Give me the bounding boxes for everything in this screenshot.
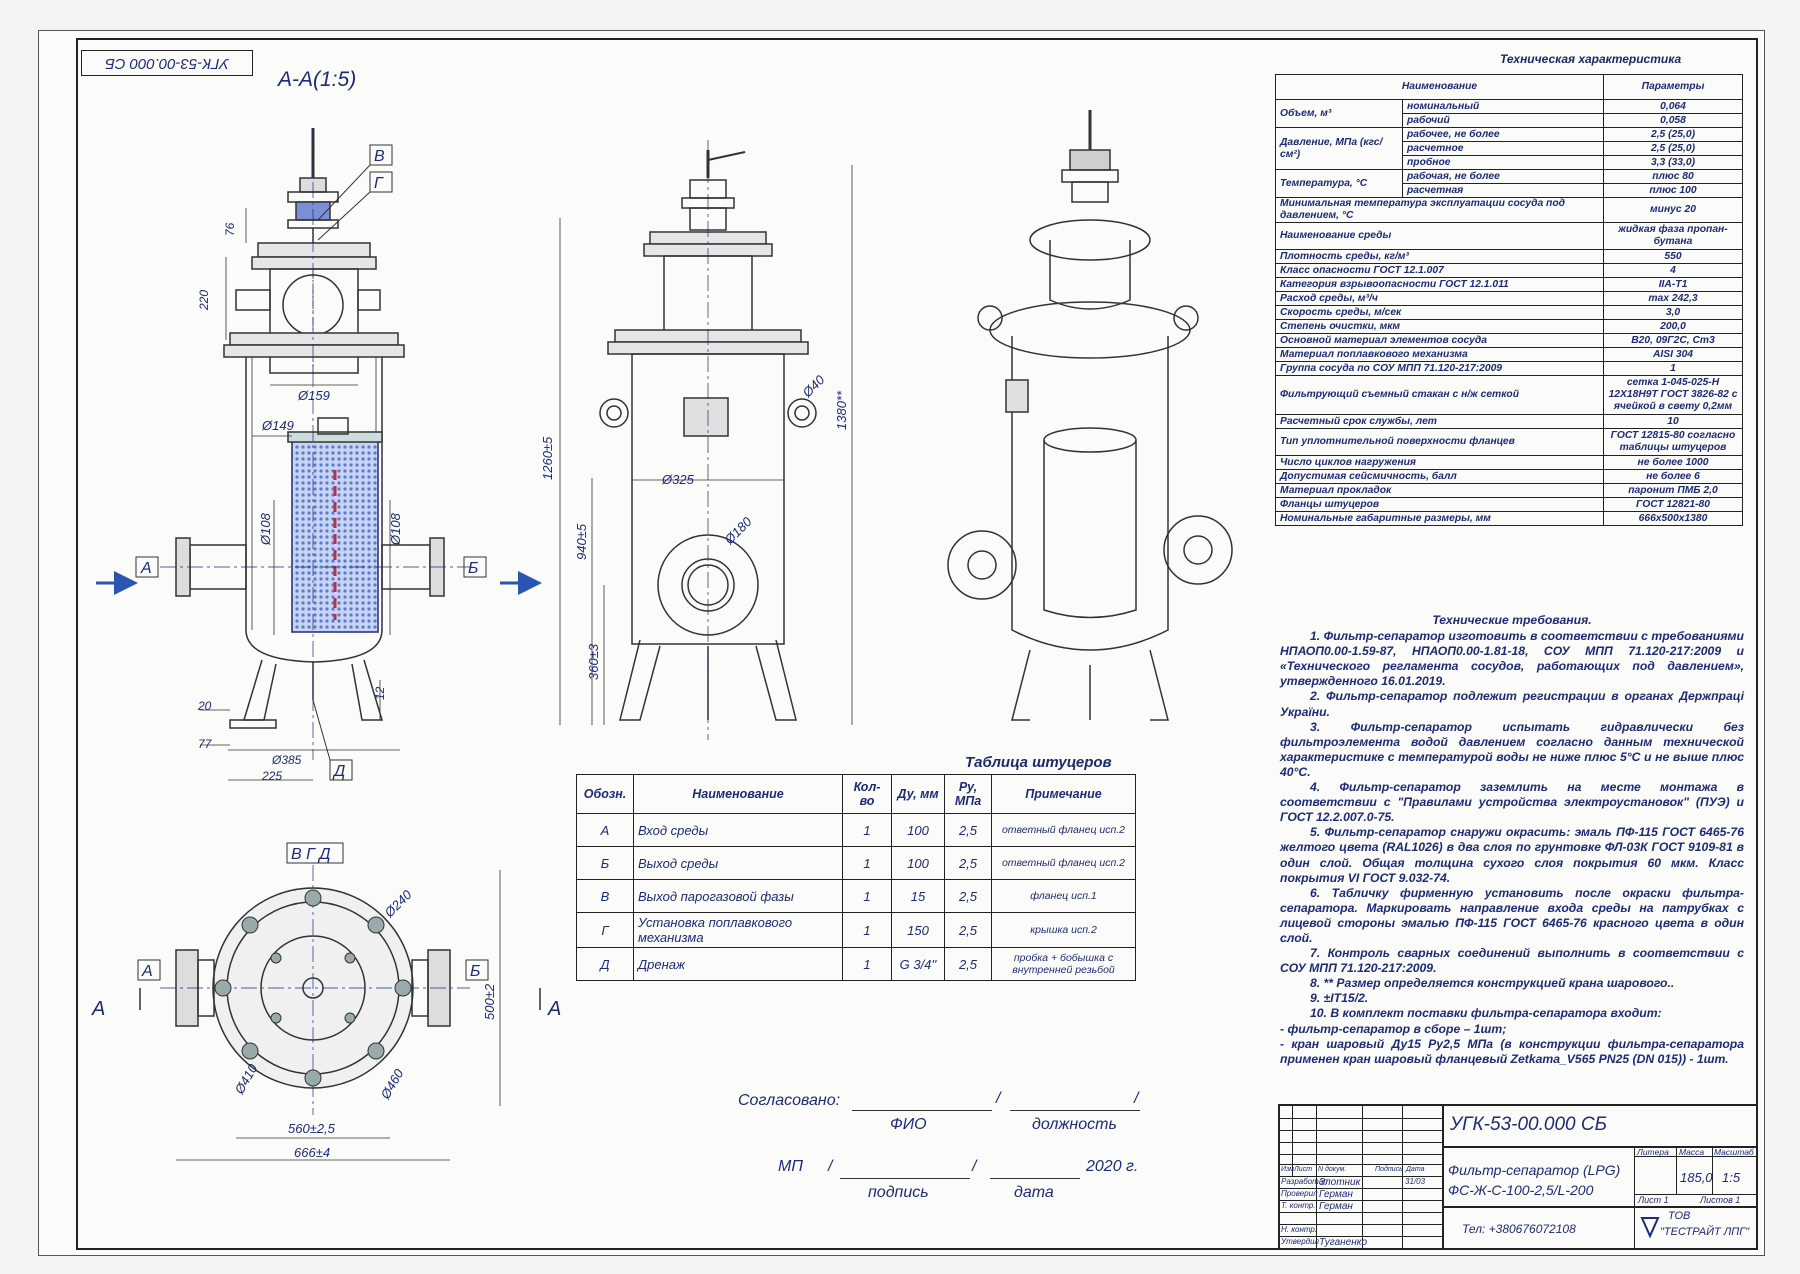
title-block: УГК-53-00.000 СБ Фильтр-сепаратор (LPG) … xyxy=(1278,1104,1756,1248)
tb-scale: 1:5 xyxy=(1722,1170,1741,1185)
note-item: 2. Фильтр-сепаратор подлежит регистрации… xyxy=(1280,689,1744,719)
section-arrow-right: А xyxy=(547,998,561,1020)
dim-d240: Ø240 xyxy=(381,886,415,920)
section-title: А-А(1:5) xyxy=(276,68,356,91)
section-view: А-А(1:5) xyxy=(160,68,470,781)
tb-name1: Фильтр-сепаратор (LPG) xyxy=(1448,1162,1621,1178)
note-item: 9. ±IT15/2. xyxy=(1310,991,1369,1006)
spec-header-params: Параметры xyxy=(1603,74,1743,100)
dim-d149: Ø149 xyxy=(261,418,294,433)
note-item: 8. ** Размер определяется конструкцией к… xyxy=(1310,976,1675,991)
top-view xyxy=(139,865,541,1161)
dim-1260: 1260±5 xyxy=(540,436,555,480)
label-d: Д xyxy=(332,763,345,780)
company-logo-icon xyxy=(1640,1217,1660,1238)
label-g: Г xyxy=(374,175,384,192)
spec-title: Техническая характеристика xyxy=(1500,52,1682,66)
dim-12: 12 xyxy=(373,686,387,700)
dim-225: 225 xyxy=(261,769,282,783)
tb-company2: "ТЕСТРАЙТ ЛПГ" xyxy=(1660,1226,1750,1238)
dim-d108-left: Ø108 xyxy=(258,512,273,546)
note-item: 7. Контроль сварных соединений выполнить… xyxy=(1280,946,1744,976)
dim-d180: Ø180 xyxy=(721,513,755,547)
dim-560: 560±2,5 xyxy=(288,1121,336,1136)
note-item: 5. Фильтр-сепаратор снаружи окрасить: эм… xyxy=(1280,825,1744,885)
spec-header-name: Наименование xyxy=(1275,74,1604,100)
drawing-frame xyxy=(76,38,1758,1250)
nozzle-table-title: Таблица штуцеров xyxy=(965,754,1112,771)
tb-name2: ФС-Ж-С-100-2,5/L-200 xyxy=(1448,1182,1594,1198)
date-label: дата xyxy=(1014,1184,1054,1201)
label-a-inlet: А xyxy=(140,560,152,577)
dim-500: 500±2 xyxy=(482,983,497,1020)
tb-mass: 185,0 xyxy=(1680,1170,1713,1185)
note-item: 6. Табличку фирменную установить после о… xyxy=(1280,885,1744,945)
tb-company1: ТОВ xyxy=(1668,1210,1691,1222)
dim-77: 77 xyxy=(198,737,213,751)
isometric-view xyxy=(947,110,1233,721)
dim-d460: Ø460 xyxy=(377,1066,407,1103)
dim-666: 666±4 xyxy=(294,1145,330,1160)
note-item: 3. Фильтр-сепаратор испытать гидравличес… xyxy=(1280,719,1744,779)
note-subitem: - кран шаровый Ду15 Ру2,5 МПа (в констру… xyxy=(1280,1036,1744,1066)
note-item: 4. Фильтр-сепаратор заземлить на месте м… xyxy=(1280,780,1744,825)
dim-220: 220 xyxy=(197,290,211,311)
top-bolts xyxy=(214,889,412,1087)
dim-1380: 1380** xyxy=(834,390,849,430)
dim-d40: Ø40 xyxy=(799,372,828,401)
dim-d159: Ø159 xyxy=(297,388,330,403)
signature-label: подпись xyxy=(868,1184,929,1201)
dim-360: 360±3 xyxy=(586,643,601,680)
technical-requirements: Технические требования. 1. Фильтр-сепара… xyxy=(1280,613,1744,1067)
label-vgd: В Г Д xyxy=(291,846,331,863)
tb-code: УГК-53-00.000 СБ xyxy=(1450,1114,1607,1135)
section-arrow-left: А xyxy=(91,998,105,1020)
note-subitem: - фильтр-сепаратор в сборе – 1шт; xyxy=(1280,1021,1507,1036)
notes-title: Технические требования. xyxy=(1432,613,1592,627)
label-a-top: А xyxy=(141,963,153,980)
label-v: В xyxy=(374,148,385,165)
fio-label: ФИО xyxy=(890,1116,927,1133)
nozzle-table: Обозн. Наименование Кол-во Ду, мм Ру, МП… xyxy=(576,774,1136,981)
dim-76: 76 xyxy=(223,222,237,236)
dim-d325: Ø325 xyxy=(661,472,695,487)
dim-20: 20 xyxy=(197,699,212,713)
note-item: 10. В комплект поставки фильтра-сепарато… xyxy=(1310,1006,1662,1021)
position-label: должность xyxy=(1032,1116,1117,1133)
tb-phone: Тел: +380676072108 xyxy=(1462,1222,1576,1236)
label-b-outlet: Б xyxy=(468,560,478,577)
agreed-label: Согласовано: xyxy=(738,1092,841,1109)
mp-label: МП xyxy=(778,1158,803,1175)
year-label: 2020 г. xyxy=(1086,1158,1139,1175)
note-item: 1. Фильтр-сепаратор изготовить в соответ… xyxy=(1280,629,1744,689)
dim-d385: Ø385 xyxy=(271,753,302,767)
label-b-top: Б xyxy=(470,963,480,980)
front-view xyxy=(559,140,853,740)
dim-d108-right: Ø108 xyxy=(388,512,403,546)
dim-940: 940±5 xyxy=(574,523,589,560)
